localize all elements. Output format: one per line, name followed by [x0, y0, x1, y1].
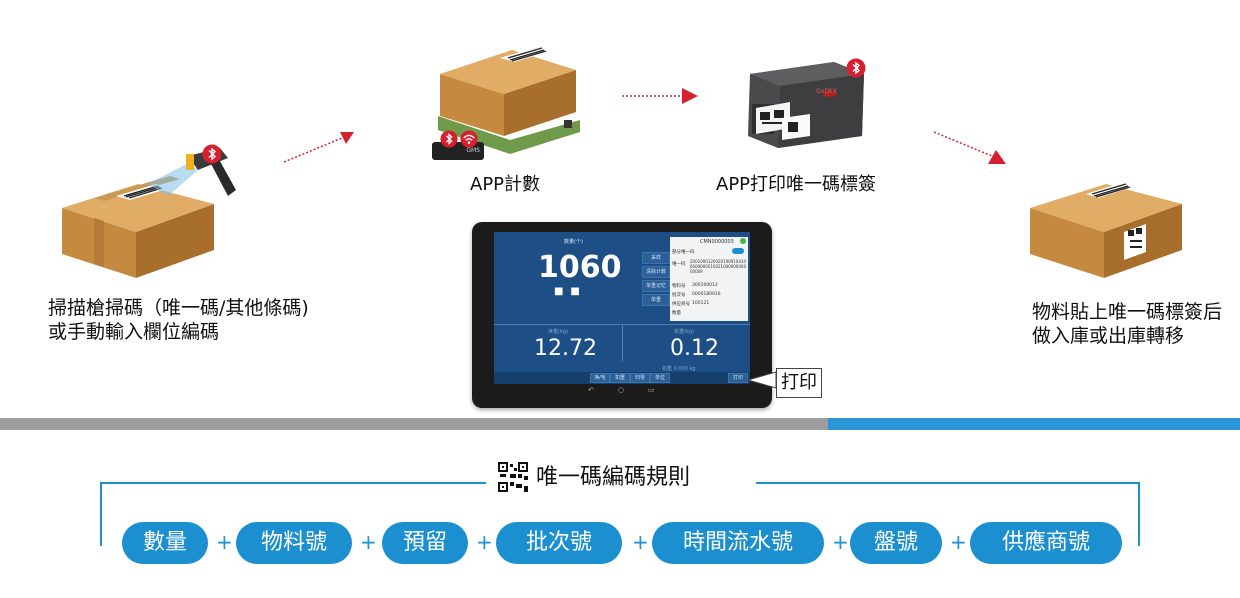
rule-title: 唯一碼編碼規則 [536, 465, 691, 490]
qty-dots: ■ ■ [554, 286, 580, 297]
android-nav-bar: ↶ ○ ▭ [472, 386, 772, 398]
home-icon[interactable]: ○ [618, 386, 625, 394]
recents-icon[interactable]: ▭ [648, 386, 655, 394]
unique-code-panel: CMN0000003 部分唯一码 唯一码 2001000120020190910… [670, 237, 748, 321]
scale-brand: GMS [466, 147, 480, 154]
labeled-box-caption-line2: 做入庫或出庫轉移 [1032, 325, 1185, 347]
rule-part-reserved: 預留 [382, 522, 468, 564]
wifi-icon [460, 130, 478, 148]
print-button[interactable]: 打印 [728, 373, 748, 383]
plus-3: + [476, 530, 493, 554]
unit-weight-value: 0.12 [670, 336, 719, 361]
qty-value: 1060 [538, 250, 622, 285]
tare-button[interactable]: 扣重 [610, 373, 630, 383]
rule-title-wrap [486, 458, 756, 502]
zero-button[interactable]: 归零 [630, 373, 650, 383]
divider-gray [0, 418, 828, 430]
panel-row-k-5: 数量 [672, 311, 681, 316]
tablet-screen: 数量(个) 1060 ■ ■ 采样 清除计数 单重记忆 单重 CMN000000… [494, 232, 750, 384]
print-label: APP打印唯一碼標簽 [716, 174, 877, 195]
clear-count-button[interactable]: 清除计数 [642, 266, 670, 278]
rule-part-material-no: 物料號 [236, 522, 352, 564]
rule-part-tray-no: 盤號 [850, 522, 942, 564]
rule-part-supplier-no: 供應商號 [970, 522, 1122, 564]
unit-weight-label: 单重(kg) [674, 329, 694, 335]
plus-6: + [950, 530, 967, 554]
rule-part-quantity: 數量 [122, 522, 208, 564]
panel-row-v-1: 2001000120020190910434600000001002100000… [690, 259, 746, 274]
tare-text: 扣重 0.000 kg [662, 366, 696, 372]
net-weight-value: 12.72 [534, 336, 597, 361]
panel-row-k-2: 物料号 [672, 284, 686, 289]
plus-4: + [632, 530, 649, 554]
flow-arrow-2 [622, 88, 698, 104]
count-label: APP計數 [470, 174, 541, 195]
label-printer-illustration [748, 62, 864, 148]
print-callout-pointer [746, 371, 777, 389]
divider-blue [828, 418, 1240, 430]
panel-id: CMN0000003 [700, 239, 734, 245]
bluetooth-icon [440, 130, 458, 148]
panel-row-v-4: 100121 [692, 301, 710, 306]
panel-status-dot [740, 238, 746, 244]
panel-row-k-1: 唯一码 [672, 262, 686, 267]
sample-button[interactable]: 采样 [642, 252, 670, 264]
unit-button[interactable]: 单位 [650, 373, 670, 383]
net-gross-button[interactable]: 净/毛 [590, 373, 610, 383]
panel-row-k-0: 部分唯一码 [672, 250, 695, 255]
unit-weight-button[interactable]: 单重 [642, 294, 670, 306]
partial-code-toggle[interactable] [732, 248, 744, 254]
net-weight-label: 净重(kg) [548, 329, 568, 335]
qty-header: 数量(个) [564, 239, 583, 245]
tablet-device: 数量(个) 1060 ■ ■ 采样 清除计数 单重记忆 单重 CMN000000… [472, 222, 772, 408]
unit-weight-memory-button[interactable]: 单重记忆 [642, 280, 670, 292]
printer-brand: GoDEX [816, 88, 837, 95]
panel-row-k-4: 供应商号 [672, 302, 690, 307]
bluetooth-icon [846, 58, 866, 78]
plus-1: + [216, 530, 233, 554]
panel-row-k-3: 批次号 [672, 293, 686, 298]
plus-5: + [832, 530, 849, 554]
bluetooth-icon [202, 144, 222, 164]
qr-code-icon [498, 462, 528, 492]
screen-vdivider [622, 325, 623, 361]
panel-row-v-3: 0000180916 [692, 292, 721, 297]
screen-divider [494, 324, 750, 325]
box-illustration-labeled [1030, 182, 1182, 278]
flow-arrow-3 [933, 131, 1006, 164]
rule-part-batch-no: 批次號 [496, 522, 622, 564]
flow-arrow-1 [283, 132, 354, 163]
barcode-scanner-icon [148, 148, 236, 196]
scan-caption-line2: 或手動輸入欄位編碼 [48, 321, 220, 343]
labeled-box-caption-line1: 物料貼上唯一碼標簽后 [1032, 301, 1223, 323]
panel-row-v-2: 300100012 [692, 283, 718, 288]
screen-toolbar: 净/毛 扣重 归零 单位 打印 [494, 372, 750, 384]
box-illustration-scan [62, 176, 214, 278]
print-callout: 打印 [776, 368, 822, 398]
rule-part-time-serial: 時間流水號 [652, 522, 824, 564]
plus-2: + [360, 530, 377, 554]
scan-caption-line1: 掃描槍掃碼（唯一碼/其他條碼) [48, 297, 309, 319]
back-icon[interactable]: ↶ [588, 386, 594, 394]
